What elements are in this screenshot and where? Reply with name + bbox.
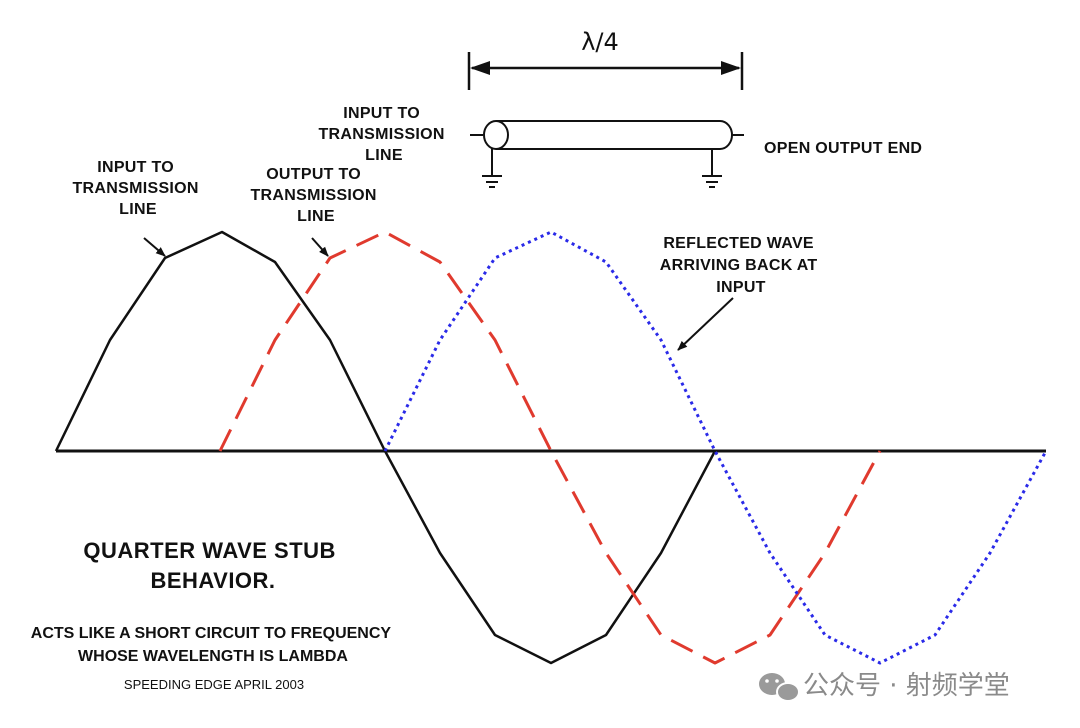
label-open-output-end: OPEN OUTPUT END [764,140,922,157]
diagram-title: QUARTER WAVE STUB BEHAVIOR. [83,538,342,593]
pointer-arrow-input [143,237,166,257]
dimension-marker: λ/4 [467,28,744,90]
input-wave [54,230,717,665]
ground-icon [482,149,502,188]
ground-icon [702,149,722,188]
label-reflected-wave: REFLECTED WAVE ARRIVING BACK AT INPUT [660,235,822,296]
label-input-to-transmission-line: INPUT TO TRANSMISSION LINE [72,159,203,218]
pointer-arrow-reflected [677,297,734,351]
watermark-text: 公众号 · 射频学堂 [803,671,1010,701]
output-wave [218,230,882,665]
label-input-to-transmission-line-top: INPUT TO TRANSMISSION LINE [318,105,449,164]
pointer-arrow-output [311,237,329,257]
label-output-to-transmission-line: OUTPUT TO TRANSMISSION LINE [250,166,381,225]
dimension-label: λ/4 [581,28,619,56]
reflected-wave [383,230,1048,665]
diagram-note: ACTS LIKE A SHORT CIRCUIT TO FREQUENCY W… [31,625,395,665]
credit-line: SPEEDING EDGE APRIL 2003 [124,677,304,692]
transmission-line-symbol [470,120,744,150]
wechat-icon [759,673,800,702]
